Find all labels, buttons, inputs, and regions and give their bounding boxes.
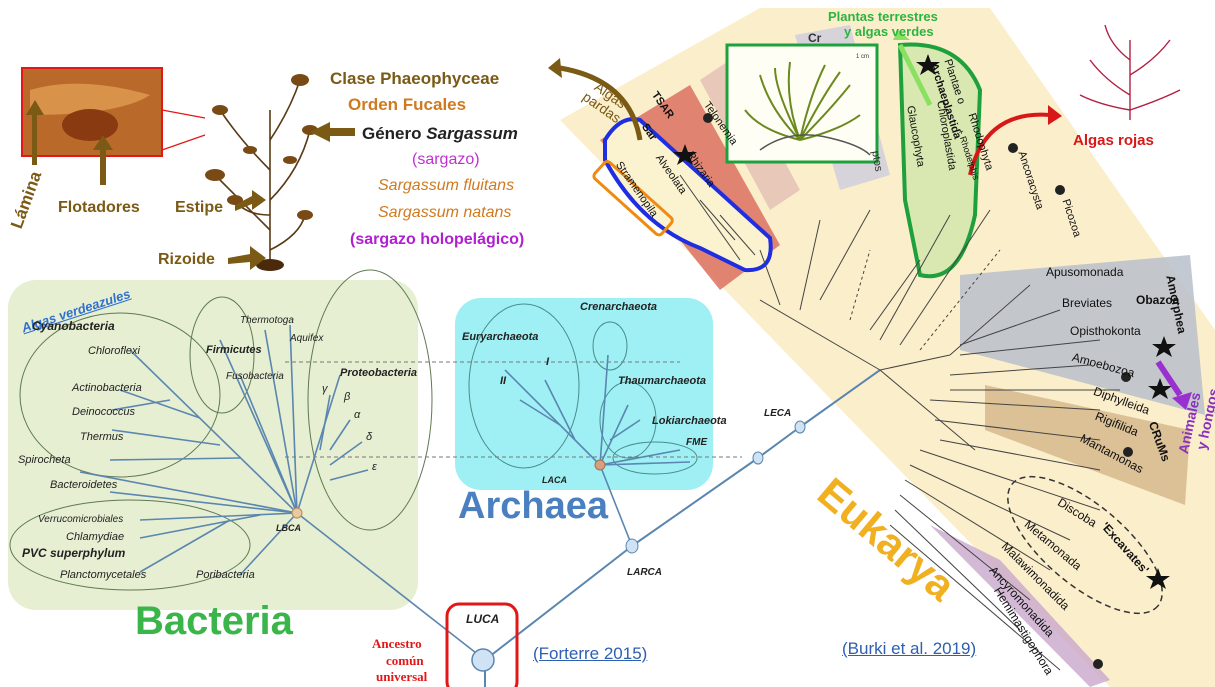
arrow-genero [310,122,355,142]
taxonomy-clase: Clase Phaeophyceae [330,70,499,88]
taxonomy-orden: Orden Fucales [348,96,466,114]
bacteria-taxon-thermotoga: Thermotoga [240,316,294,327]
ancestro-line3: universal [376,670,427,684]
greek-epsilon: ε [372,462,377,474]
fme-label: FME [686,438,707,449]
leca-label: LECA [764,409,791,420]
archaea-taxon-euryarchaeota: Euryarchaeota [462,332,538,344]
bacteria-taxon-deinococcus: Deinococcus [72,407,135,419]
taxonomy-species1: Sargassum fluitans [378,178,514,195]
taxonomy-species2: Sargassum natans [378,205,511,222]
algas-rojas-label: Algas rojas [1073,133,1154,149]
larca-label: LARCA [627,568,662,579]
sargassum-foliage [205,74,318,271]
bacteria-taxon-planctomycetales: Planctomycetales [60,570,146,582]
greek-beta: β [344,392,350,404]
laca-node [595,460,605,470]
taxonomy-genero: Género Sargassum [362,125,518,143]
archaea-taxon-i: I [546,357,549,369]
forterre-citation: (Forterre 2015) [533,645,647,663]
bacteria-title: Bacteria [135,600,293,642]
clade-breviates: Breviates [1062,297,1112,310]
label-estipe: Estipe [175,200,223,217]
plantas-line2: y algas verdes [844,25,934,39]
archaea-taxon-crenarchaeota: Crenarchaeota [580,302,657,314]
clade-hacrobia: ptos [869,150,884,172]
clade-apusomonada: Apusomonada [1046,266,1123,279]
bacteria-taxon-bacteroidetes: Bacteroidetes [50,480,117,492]
bacteria-taxon-cyanobacteria: Cyanobacteria [32,320,115,333]
lbca-node [292,508,302,518]
bacteria-taxon-pvc: PVC superphylum [22,547,125,560]
larca-node [626,539,638,553]
laca-label: LACA [542,476,567,485]
clade-cr: Cr [808,32,821,45]
greek-alpha: α [354,410,360,422]
red-alga-drawing [1080,25,1180,120]
bacteria-taxon-verrucomicrobiales: Verrucomicrobiales [38,515,123,526]
taxonomy-common: (sargazo) [412,152,480,169]
leca-node [795,421,805,433]
archaea-title: Archaea [458,487,608,527]
taxonomy-genero-name: Sargassum [426,124,518,143]
bacteria-taxon-spirocheta: Spirocheta [18,455,71,467]
bacteria-taxon-aquifex: Aquifex [290,334,323,345]
bacteria-taxon-thermus: Thermus [80,432,123,444]
bacteria-taxon-proteobacteria: Proteobacteria [340,368,417,380]
archaea-background [455,298,713,490]
archaea-taxon-lokiarchaeota: Lokiarchaeota [652,416,727,428]
archaea-taxon-thaumarchaeota: Thaumarchaeota [618,376,706,388]
burki-citation: (Burki et al. 2019) [842,640,976,658]
plantas-line1: Plantas terrestres [828,10,938,24]
archaea-taxon-ii: II [500,376,506,388]
greek-gamma: γ [322,384,328,396]
luca-node [472,649,494,671]
bacteria-taxon-poribacteria: Poribacteria [196,570,255,582]
fme-node [753,452,763,464]
greek-delta: δ [366,432,372,444]
bacteria-taxon-chlamydiae: Chlamydiae [66,532,124,544]
label-flotadores: Flotadores [58,200,140,217]
taxonomy-genero-prefix: Género [362,124,426,143]
bacteria-taxon-chloroflexi: Chloroflexi [88,346,140,358]
ancestro-line1: Ancestro [372,637,422,651]
ancestro-line2: común [386,654,424,668]
bacteria-taxon-fusobacteria: Fusobacteria [226,372,284,383]
clade-opisthokonta: Opisthokonta [1070,325,1141,338]
bacteria-taxon-firmicutes: Firmicutes [206,345,262,357]
sargassum-drawing [215,80,310,265]
plant-scale-label: 1 cm [856,54,869,60]
taxonomy-holo: (sargazo holopelágico) [350,232,524,249]
luca-label: LUCA [466,613,499,626]
lbca-label: LBCA [276,524,301,533]
label-rizoide: Rizoide [158,252,215,269]
bacteria-taxon-actinobacteria: Actinobacteria [72,383,142,395]
plant-inset-frame [727,45,877,162]
